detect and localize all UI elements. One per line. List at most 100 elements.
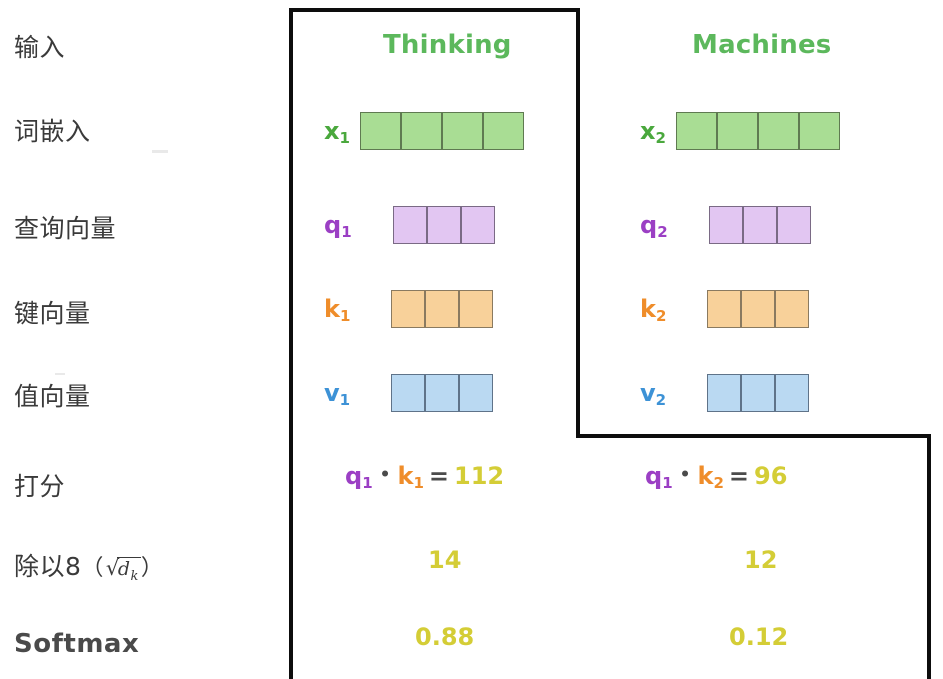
score-k-term: k1 (397, 462, 424, 492)
vector-cells-k1 (391, 290, 494, 328)
vector-cell (775, 290, 810, 328)
vector-letter: k (640, 295, 656, 323)
vector-cell (741, 290, 776, 328)
vector-subscript: 2 (655, 307, 667, 325)
row-label-softmax: Softmax (14, 629, 140, 659)
score-k-subscript: 2 (713, 474, 724, 492)
sqrt-dk-formula: √dk (104, 556, 141, 584)
vector-cell (460, 206, 495, 244)
vector-cell (391, 374, 426, 412)
vector-cells-x2 (675, 112, 840, 150)
vector-cell (757, 112, 799, 150)
vector-group-x1: x1 (324, 112, 524, 150)
vector-cell (459, 374, 494, 412)
vector-label-x2: x2 (640, 117, 666, 147)
vector-cells-v1 (391, 374, 494, 412)
score-q-term: q1 (645, 462, 673, 492)
vector-group-q2: q2 (640, 206, 811, 244)
vector-cells-q2 (708, 206, 811, 244)
softmax-value-thinking: 0.88 (415, 623, 475, 651)
vector-subscript: 1 (339, 307, 351, 325)
divide-paren-open: （ (81, 556, 104, 581)
vector-cell (675, 112, 717, 150)
row-label-key: 键向量 (14, 299, 91, 328)
vector-cell (459, 290, 494, 328)
equals-sign: = (728, 462, 750, 490)
score-result-value: 112 (454, 462, 505, 490)
vector-label-k1: k1 (324, 295, 351, 325)
vector-cell (400, 112, 442, 150)
frame-middle-horizontal (576, 434, 931, 438)
frame-left-border (289, 8, 293, 679)
radicand-d: d (117, 558, 131, 580)
divided-value-thinking: 14 (428, 546, 462, 574)
vector-subscript: 1 (341, 223, 352, 241)
score-q-subscript: 1 (362, 474, 373, 492)
score-expression-machines: q1 • k2=96 (645, 462, 788, 492)
vector-cell (482, 112, 524, 150)
vector-cell (741, 374, 776, 412)
vector-group-v1: v1 (324, 374, 494, 412)
column-header-thinking: Thinking (383, 30, 512, 60)
vector-letter: v (324, 379, 340, 407)
row-label-query: 查询向量 (14, 214, 117, 243)
scan-artifact-2 (55, 373, 65, 375)
score-k-subscript: 1 (413, 474, 424, 492)
vector-cell (742, 206, 777, 244)
vector-group-v2: v2 (640, 374, 810, 412)
score-q-term: q1 (345, 462, 373, 492)
score-q-subscript: 1 (662, 474, 673, 492)
vector-label-v2: v2 (640, 379, 667, 409)
vector-cell (707, 374, 742, 412)
dot-product-operator-icon: • (679, 465, 691, 485)
score-q-letter: q (345, 462, 363, 490)
vector-subscript: 1 (339, 391, 351, 409)
frame-inner-right-upper (576, 8, 580, 438)
vector-cell (425, 374, 460, 412)
score-k-term: k2 (697, 462, 724, 492)
sqrt-sign: √ (105, 556, 120, 580)
vector-label-q1: q1 (324, 211, 352, 241)
vector-label-q2: q2 (640, 211, 668, 241)
vector-cell (441, 112, 483, 150)
score-k-letter: k (697, 462, 714, 490)
row-label-divide: 除以8（√dk） (14, 547, 163, 584)
vector-subscript: 1 (339, 129, 350, 147)
vector-subscript: 2 (655, 129, 666, 147)
score-expression-thinking: q1•k1=112 (345, 462, 505, 492)
vector-label-v1: v1 (324, 379, 351, 409)
vector-group-k1: k1 (324, 290, 494, 328)
vector-letter: q (324, 211, 342, 239)
frame-top-left-segment (289, 8, 580, 12)
vector-subscript: 2 (657, 223, 668, 241)
divide-prefix: 除以8 (14, 552, 82, 581)
vector-letter: k (324, 295, 340, 323)
scan-artifact (152, 150, 168, 153)
vector-cell (708, 206, 743, 244)
vector-cell (425, 290, 460, 328)
sqrt-radicand: dk (116, 557, 141, 584)
radicand-subscript-k: k (130, 568, 139, 584)
vector-cell (716, 112, 758, 150)
vector-group-x2: x2 (640, 112, 840, 150)
vector-cell (391, 290, 426, 328)
frame-right-border (927, 434, 931, 679)
vector-cells-k2 (707, 290, 810, 328)
vector-letter: x (640, 117, 656, 145)
vector-subscript: 2 (655, 391, 667, 409)
vector-label-x1: x1 (324, 117, 350, 147)
vector-cells-x1 (359, 112, 524, 150)
vector-cell (392, 206, 427, 244)
vector-cell (776, 206, 811, 244)
equals-sign: = (428, 462, 450, 490)
vector-cells-q1 (392, 206, 495, 244)
vector-group-q1: q1 (324, 206, 495, 244)
score-result-value: 96 (754, 462, 788, 490)
divided-value-machines: 12 (744, 546, 778, 574)
vector-cells-v2 (707, 374, 810, 412)
vector-cell (775, 374, 810, 412)
score-k-letter: k (397, 462, 414, 490)
row-label-score: 打分 (14, 472, 66, 501)
row-label-value: 值向量 (14, 382, 91, 411)
